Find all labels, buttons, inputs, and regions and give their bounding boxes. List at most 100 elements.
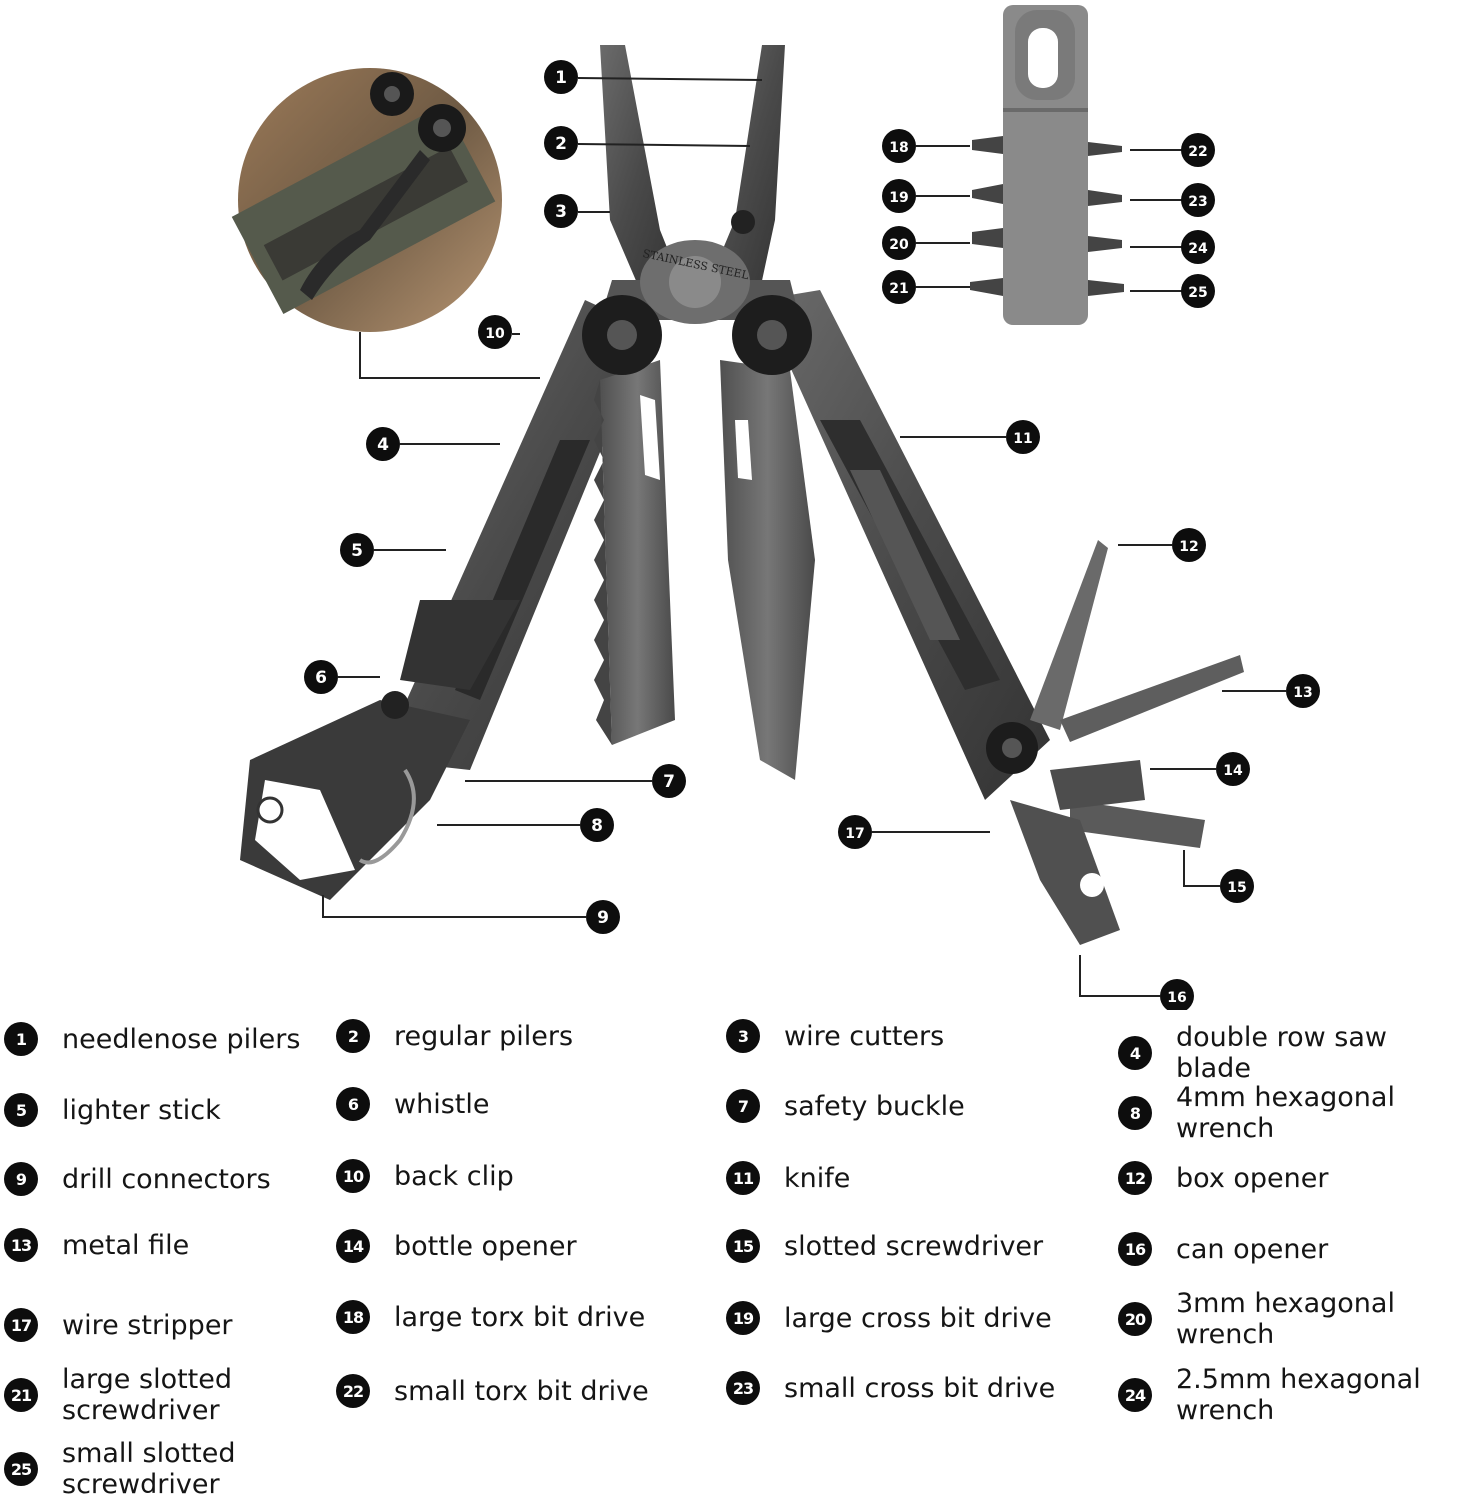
svg-text:13: 13 (1293, 685, 1312, 701)
saw-blade (594, 360, 675, 745)
callout-20: 20 (882, 226, 916, 260)
svg-text:1: 1 (555, 68, 567, 88)
legend-item-3: 3 wire cutters (726, 1019, 944, 1053)
legend-number: 16 (1118, 1232, 1152, 1266)
callout-18: 18 (882, 129, 916, 163)
svg-text:21: 21 (889, 281, 908, 297)
callout-2: 2 (544, 126, 578, 160)
legend-number: 20 (1118, 1302, 1152, 1336)
callout-5: 5 (340, 533, 374, 567)
legend-number: 21 (4, 1378, 38, 1412)
legend-item-21: 21 large slotted screwdriver (4, 1364, 232, 1426)
legend-item-24: 24 2.5mm hexagonal wrench (1118, 1364, 1421, 1426)
legend-item-2: 2 regular pilers (336, 1019, 573, 1053)
legend-item-12: 12 box opener (1118, 1161, 1328, 1195)
legend-item-1: 1 needlenose pilers (4, 1022, 300, 1056)
legend-label: back clip (394, 1160, 514, 1192)
callout-15: 15 (1220, 869, 1254, 903)
legend-label: drill connectors (62, 1163, 271, 1195)
legend-number: 15 (726, 1229, 760, 1263)
callout-21: 21 (882, 270, 916, 304)
legend-label: slotted screwdriver (784, 1230, 1044, 1262)
legend-number: 12 (1118, 1161, 1152, 1195)
svg-text:6: 6 (315, 668, 327, 688)
legend-number: 17 (4, 1308, 38, 1342)
legend-item-8: 8 4mm hexagonal wrench (1118, 1082, 1395, 1144)
legend-label: can opener (1176, 1233, 1329, 1265)
legend-label: needlenose pilers (62, 1023, 301, 1055)
svg-text:23: 23 (1188, 194, 1207, 210)
legend-label: large torx bit drive (394, 1301, 646, 1333)
svg-text:8: 8 (591, 816, 603, 836)
svg-text:3: 3 (555, 202, 567, 222)
legend-item-22: 22 small torx bit drive (336, 1374, 649, 1408)
callout-8: 8 (580, 808, 614, 842)
legend-item-6: 6 whistle (336, 1087, 489, 1121)
legend-number: 7 (726, 1089, 760, 1123)
svg-text:20: 20 (889, 237, 909, 253)
legend-item-13: 13 metal file (4, 1228, 189, 1262)
svg-text:4: 4 (377, 435, 389, 455)
callout-24: 24 (1181, 230, 1215, 264)
callout-6: 6 (304, 660, 338, 694)
legend-label: metal file (62, 1229, 190, 1261)
callout-1: 1 (544, 60, 578, 94)
legend-number: 4 (1118, 1036, 1152, 1070)
legend-item-15: 15 slotted screwdriver (726, 1229, 1043, 1263)
legend-label: small cross bit drive (784, 1372, 1056, 1404)
legend-label: small torx bit drive (394, 1375, 649, 1407)
legend-item-17: 17 wire stripper (4, 1308, 233, 1342)
legend-number: 24 (1118, 1378, 1152, 1412)
legend-number: 1 (4, 1022, 38, 1056)
legend-number: 22 (336, 1374, 370, 1408)
legend-label: whistle (394, 1088, 490, 1120)
legend-number: 6 (336, 1087, 370, 1121)
legend-item-11: 11 knife (726, 1161, 850, 1195)
multitool-diagram: STAINLESS STEEL (231, 5, 1320, 1010)
legend-number: 14 (336, 1229, 370, 1263)
pliers-jaws: STAINLESS STEEL (582, 45, 812, 375)
callout-markers: 1 2 3 4 5 6 7 8 9 10 11 12 13 14 15 16 1… (304, 60, 1320, 1010)
legend-label: box opener (1176, 1162, 1329, 1194)
legend-label: double row saw blade (1176, 1022, 1387, 1084)
callout-12: 12 (1172, 528, 1206, 562)
callout-14: 14 (1216, 752, 1250, 786)
callout-3: 3 (544, 194, 578, 228)
legend-number: 2 (336, 1019, 370, 1053)
legend-number: 19 (726, 1301, 760, 1335)
svg-text:2: 2 (555, 134, 567, 154)
legend-label: 3mm hexagonal wrench (1176, 1288, 1395, 1350)
callout-11: 11 (1006, 420, 1040, 454)
legend-number: 8 (1118, 1096, 1152, 1130)
legend-label: wire stripper (62, 1309, 233, 1341)
legend-number: 18 (336, 1300, 370, 1334)
legend-label: large slotted screwdriver (62, 1364, 233, 1426)
legend-label: wire cutters (784, 1020, 945, 1052)
callout-13: 13 (1286, 674, 1320, 708)
svg-text:19: 19 (889, 190, 908, 206)
legend-item-25: 25 small slotted screwdriver (4, 1438, 236, 1500)
legend-item-23: 23 small cross bit drive (726, 1371, 1055, 1405)
legend-number: 3 (726, 1019, 760, 1053)
callout-19: 19 (882, 179, 916, 213)
svg-text:10: 10 (485, 326, 505, 342)
legend-number: 5 (4, 1093, 38, 1127)
callout-10: 10 (478, 315, 512, 349)
legend-label: small slotted screwdriver (62, 1438, 236, 1500)
svg-text:25: 25 (1188, 285, 1207, 301)
svg-text:17: 17 (845, 826, 864, 842)
svg-text:9: 9 (597, 908, 609, 928)
legend-label: knife (784, 1162, 851, 1194)
svg-text:5: 5 (351, 541, 363, 561)
leader-lines (322, 77, 1286, 997)
legend-item-10: 10 back clip (336, 1159, 514, 1193)
callout-7: 7 (652, 764, 686, 798)
left-handle (240, 300, 650, 900)
callout-23: 23 (1181, 183, 1215, 217)
legend-number: 25 (4, 1452, 38, 1486)
side-tools (1010, 540, 1244, 945)
callout-4: 4 (366, 427, 400, 461)
callout-9: 9 (586, 900, 620, 934)
legend-label: regular pilers (394, 1020, 574, 1052)
legend-label: safety buckle (784, 1090, 965, 1122)
